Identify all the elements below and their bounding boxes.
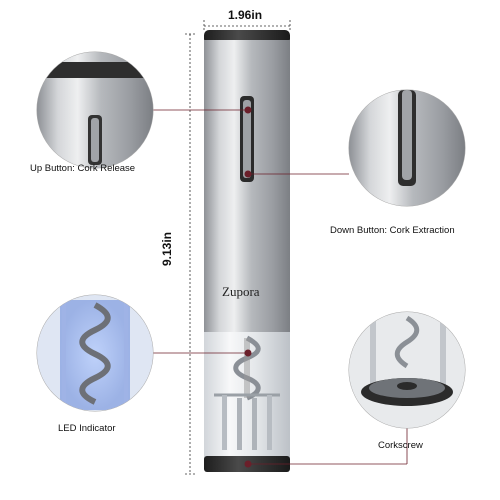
zoom-down-button xyxy=(348,89,466,207)
zoom-corkscrew xyxy=(348,311,466,429)
device-body xyxy=(204,30,290,472)
zoom-led-indicator xyxy=(36,294,154,412)
zoom-up-button xyxy=(36,51,154,169)
width-dimension xyxy=(203,20,291,32)
down-button-label: Down Button: Cork Extraction xyxy=(330,225,455,236)
width-label: 1.96in xyxy=(228,8,263,22)
height-dimension xyxy=(185,33,195,475)
height-label: 9.13in xyxy=(160,231,175,267)
callout-lines xyxy=(153,109,408,465)
callout-dots xyxy=(244,106,252,468)
brand-name: Zupora xyxy=(222,284,260,299)
up-button-label: Up Button: Cork Release xyxy=(30,163,136,174)
led-indicator-label: LED Indicator xyxy=(58,423,116,434)
corkscrew-label: Corkscrew xyxy=(378,440,423,451)
